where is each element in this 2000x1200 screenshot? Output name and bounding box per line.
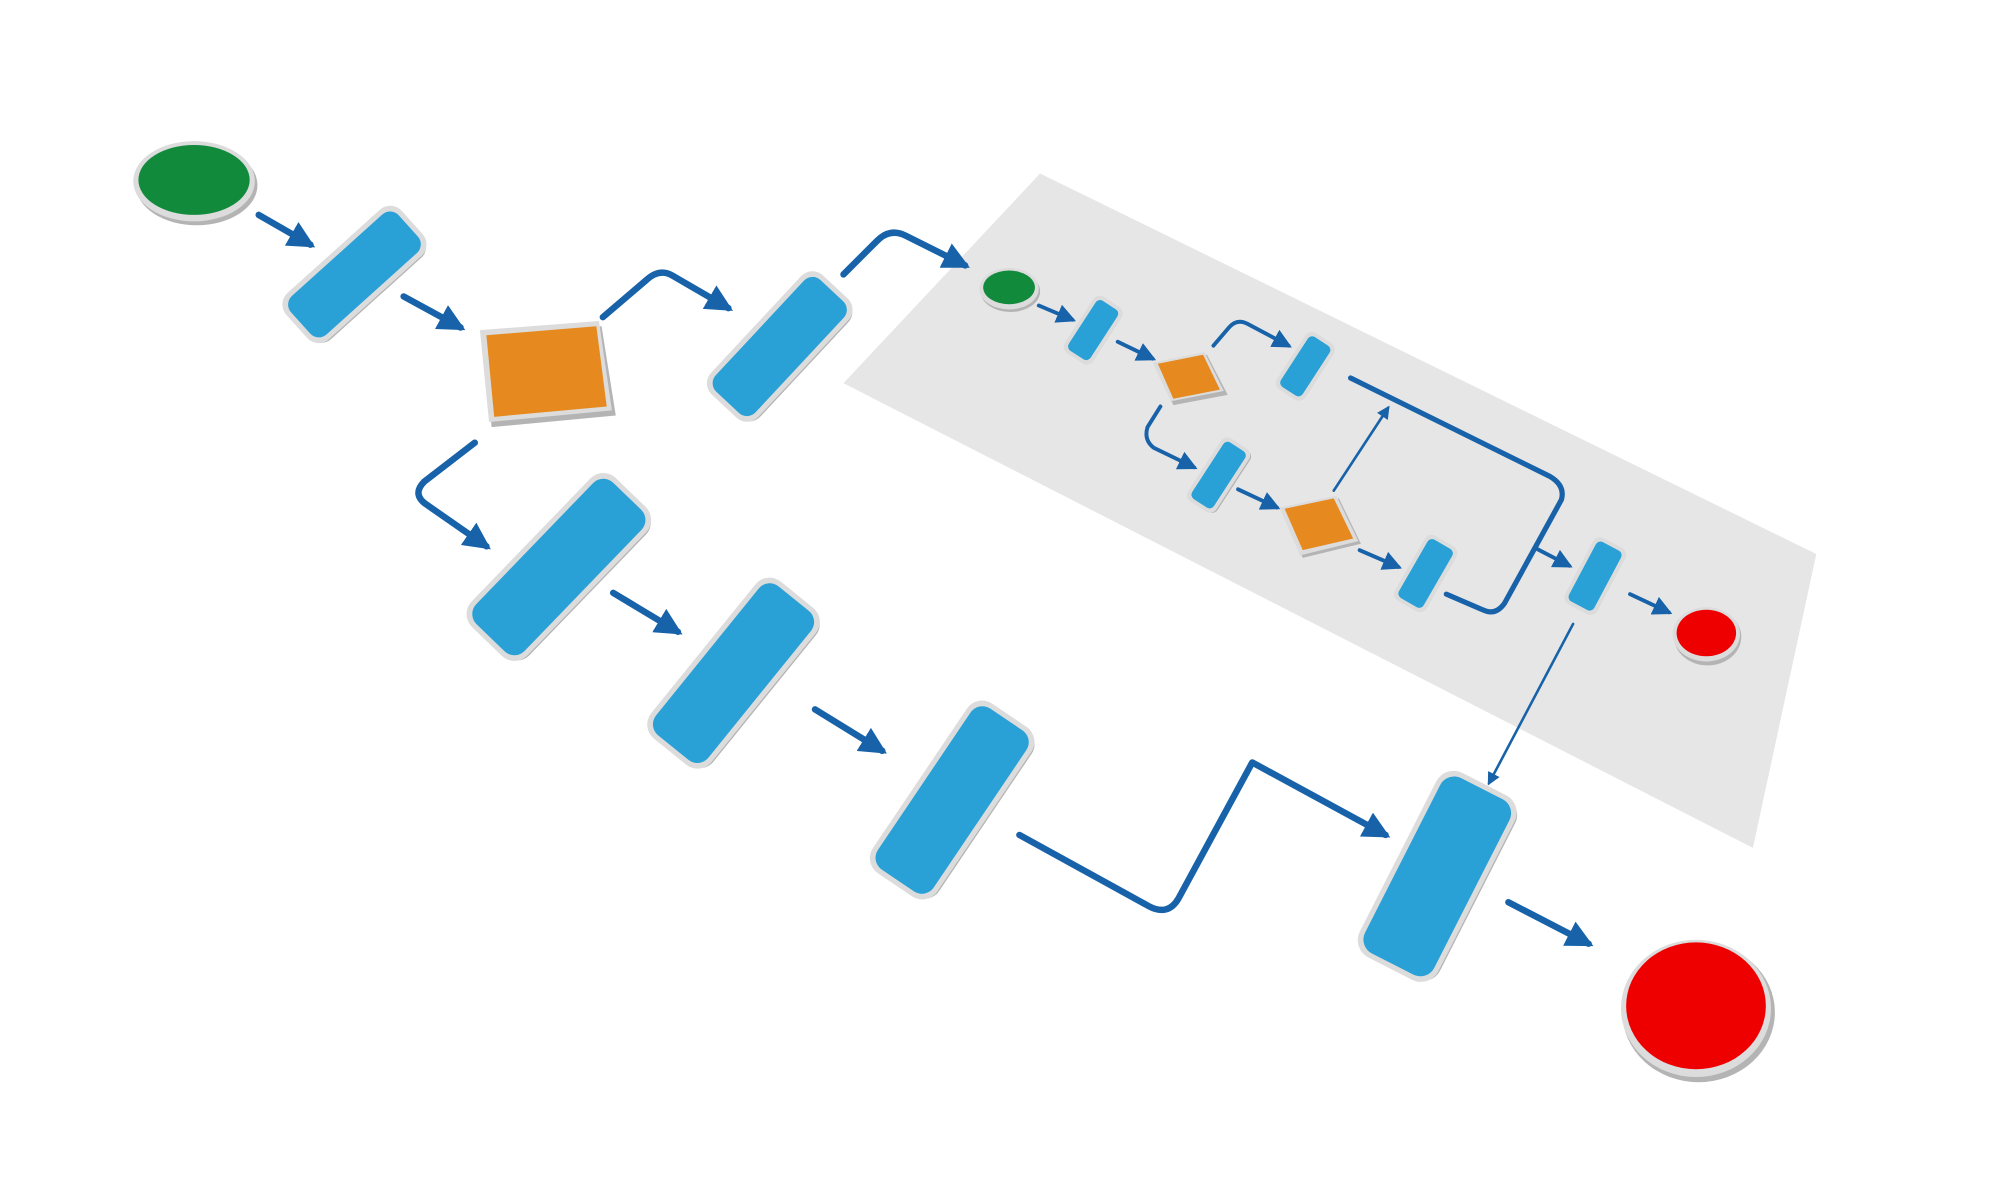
connector-sub-start-to-sub-process-1 <box>1036 303 1077 323</box>
connector-process-3-to-process-4 <box>609 589 683 635</box>
connector-sub-decision-1-to-sub-process-2 <box>1211 319 1292 348</box>
connector-decision-to-process-2 <box>599 269 734 321</box>
process-node-5 <box>869 700 1035 900</box>
connector-start-to-process-1 <box>255 211 316 248</box>
decision-node <box>479 321 616 428</box>
connector-sub-decision-2-to-sub-process-4 <box>1357 548 1403 570</box>
process-node-4 <box>647 577 820 769</box>
sub-start-node <box>979 267 1041 312</box>
connector-process-1-to-decision <box>400 293 466 331</box>
connector-sub-decision-2-to-loop <box>1332 405 1390 492</box>
sub-process-node-4 <box>1394 534 1458 613</box>
connector-merge-to-sub-process-5 <box>1534 546 1573 568</box>
main-nodes <box>133 141 1775 1083</box>
sub-decision-node-1 <box>1152 352 1228 406</box>
main-connectors <box>255 211 1594 947</box>
connector-decision-to-process-3 <box>415 439 491 550</box>
connector-process-4-to-process-5 <box>811 706 887 755</box>
subprocess-connectors <box>1036 303 1673 786</box>
start-node <box>133 141 258 226</box>
connector-process-5-to-process-6 <box>1016 759 1391 914</box>
sub-decision-node-2 <box>1279 495 1361 558</box>
connector-process-2-to-subprocess <box>840 229 970 278</box>
process-node-2 <box>706 271 853 422</box>
sub-process-node-3 <box>1187 437 1252 513</box>
connector-sub-process-2-to-merge <box>1347 375 1565 615</box>
subprocess-nodes <box>979 267 1742 666</box>
connector-sub-process-3-to-sub-decision-2 <box>1236 487 1281 510</box>
sub-process-node-5 <box>1564 537 1626 615</box>
process-node-3 <box>466 473 652 661</box>
process-node-1 <box>282 205 427 344</box>
connector-sub-decision-1-to-sub-process-3 <box>1144 404 1198 470</box>
end-node <box>1620 939 1775 1083</box>
sub-process-node-1 <box>1063 295 1123 365</box>
sub-end-node <box>1672 607 1742 666</box>
connector-process-6-to-end <box>1505 899 1594 947</box>
connector-sub-process-5-to-process-6 <box>1487 622 1575 786</box>
sub-process-node-2 <box>1275 331 1335 401</box>
connector-sub-process-5-to-sub-end <box>1628 592 1673 615</box>
process-node-6 <box>1357 770 1518 982</box>
connector-sub-process-1-to-sub-decision-1 <box>1115 339 1157 361</box>
